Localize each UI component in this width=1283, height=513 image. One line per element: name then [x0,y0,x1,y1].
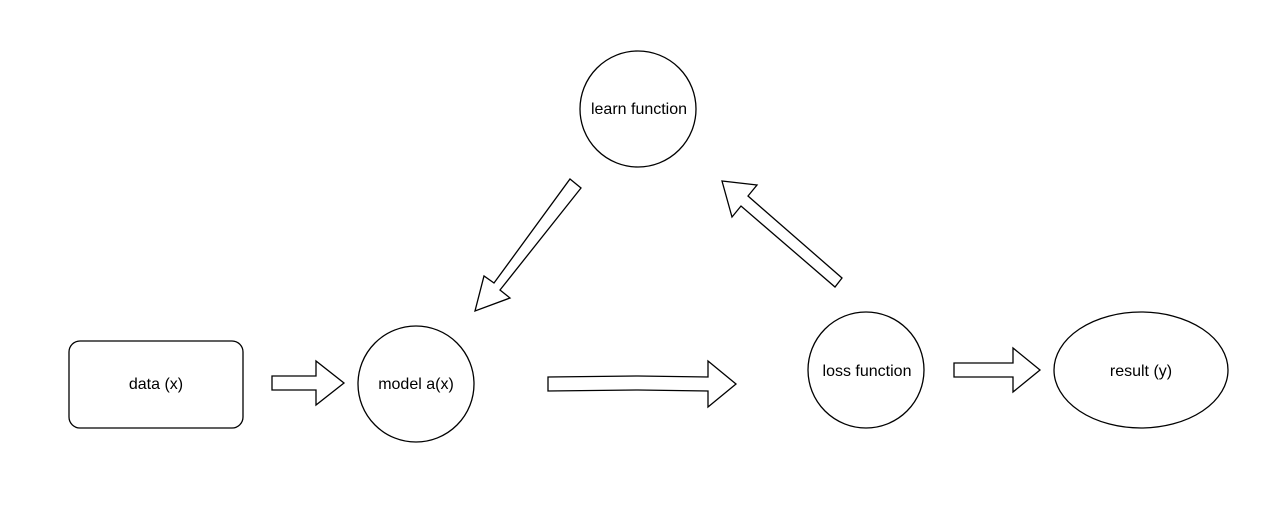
node-result: result (y) [1053,311,1229,429]
node-learn-label: learn function [591,101,687,118]
node-model-label: model a(x) [378,376,454,393]
node-loss-shape [807,311,925,429]
arrow-model-to-loss [547,359,738,409]
arrow-learn-to-model [474,178,582,313]
arrow-loss-to-result [953,346,1042,394]
node-data-label: data (x) [129,376,183,393]
node-loss: loss function [807,311,925,429]
node-result-shape [1053,311,1229,429]
node-data-shape [68,340,244,429]
node-result-label: result (y) [1110,363,1172,380]
node-learn: learn function [579,50,697,168]
node-model-shape [357,325,475,443]
node-loss-label: loss function [823,363,912,380]
node-learn-shape [579,50,697,168]
arrow-data-to-model [271,359,346,407]
arrow-loss-to-learn [721,180,843,288]
node-data: data (x) [68,340,244,429]
node-model: model a(x) [357,325,475,443]
